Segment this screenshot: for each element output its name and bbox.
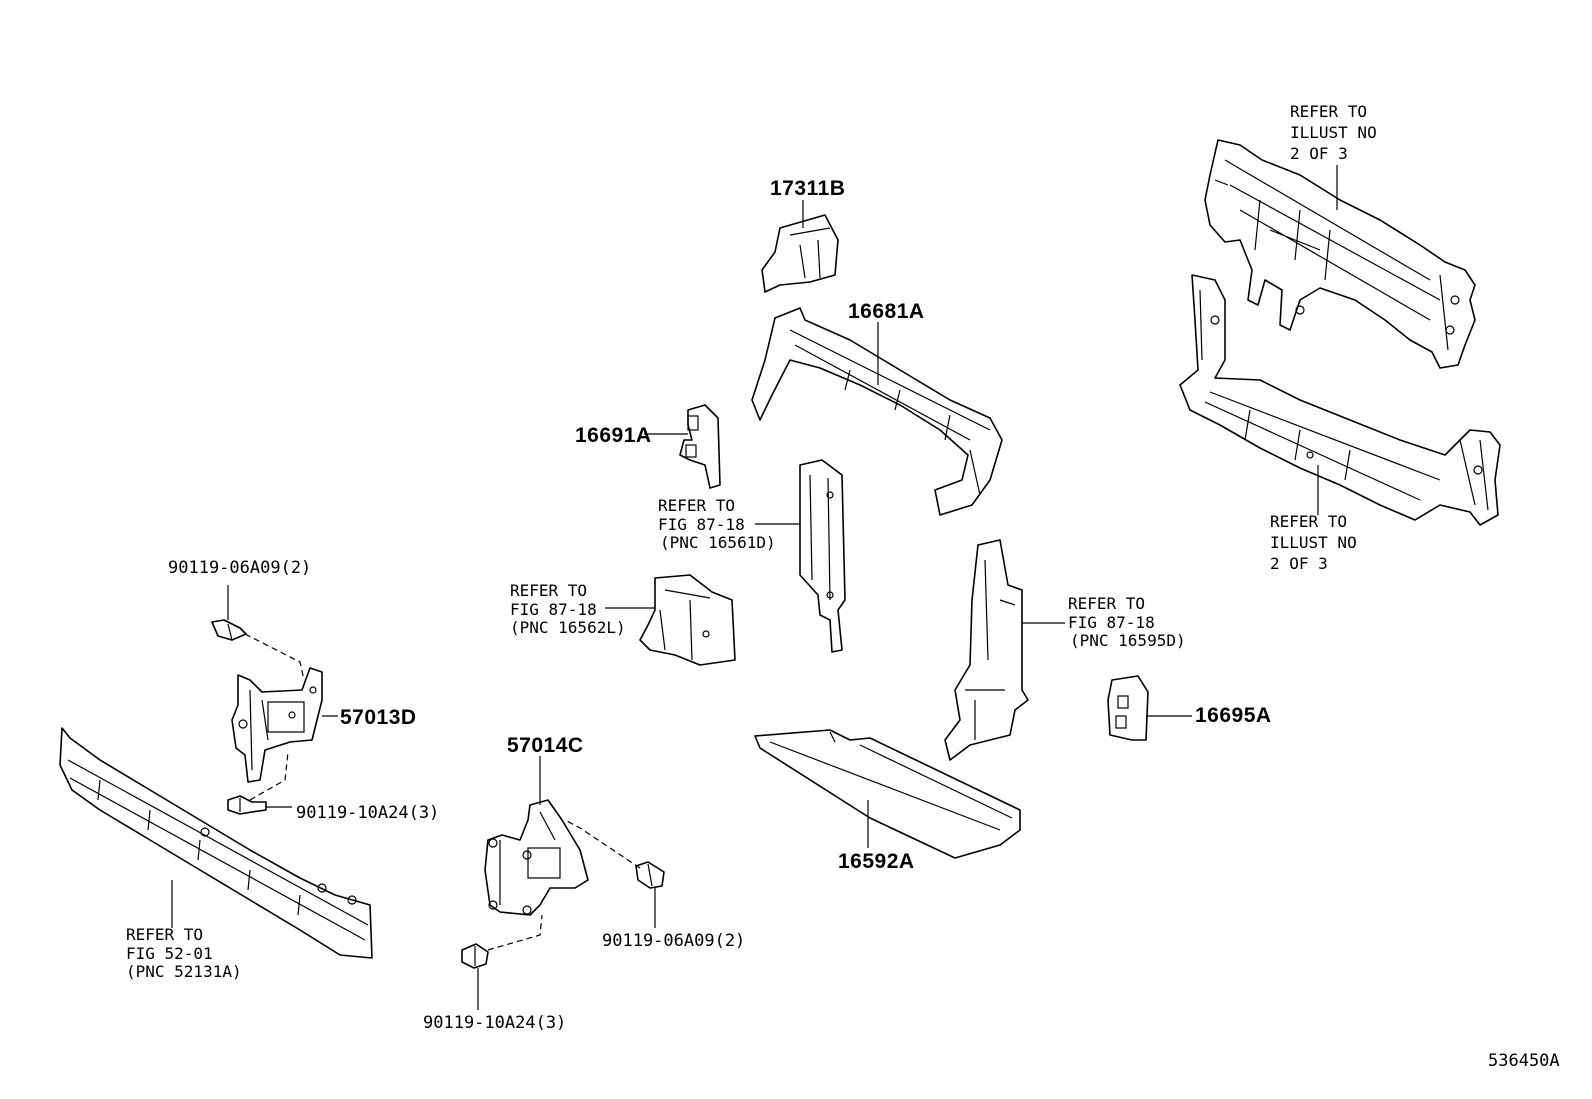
part-16595D-seal[interactable]	[944, 539, 1029, 761]
part-16691A-bracket[interactable]	[679, 404, 721, 489]
label-17311B: 17311B	[770, 177, 845, 200]
part-16695A-clip[interactable]	[1107, 675, 1149, 741]
label-57014C: 57014C	[507, 734, 584, 757]
part-16562L-seal[interactable]	[639, 574, 736, 666]
label-90119-06A09-left: 90119-06A09(2)	[168, 558, 311, 578]
label-90119-10A24-left: 90119-10A24(3)	[296, 803, 439, 823]
diagram-id: 536450A	[1488, 1051, 1560, 1071]
part-17311B-duct[interactable]	[761, 214, 839, 293]
bolt-90119-06A09-right[interactable]	[635, 861, 665, 889]
part-16561D-seal[interactable]	[799, 459, 846, 653]
part-16592A-cover[interactable]	[754, 729, 1021, 859]
radiator-support-lower[interactable]	[1179, 274, 1501, 526]
label-57013D: 57013D	[340, 706, 417, 729]
part-57014C-bracket[interactable]	[484, 799, 589, 916]
part-16681A-seal[interactable]	[751, 307, 1003, 516]
label-90119-06A09-right: 90119-06A09(2)	[602, 931, 745, 951]
part-57013D-bracket[interactable]	[231, 667, 323, 783]
refer-fig-52131A: REFER TO FIG 52-01 (PNC 52131A)	[126, 925, 242, 981]
bolt-90119-10A24-left[interactable]	[227, 795, 267, 815]
refer-fig-16595D: REFER TO FIG 87-18 (PNC 16595D)	[1068, 594, 1186, 650]
bolt-90119-06A09-left[interactable]	[211, 619, 247, 641]
refer-illust-top: REFER TO ILLUST NO 2 OF 3	[1290, 102, 1386, 163]
label-16592A: 16592A	[838, 850, 915, 873]
refer-illust-bottom: REFER TO ILLUST NO 2 OF 3	[1270, 512, 1366, 573]
label-16681A: 16681A	[848, 300, 925, 323]
bolt-90119-10A24-bottom[interactable]	[461, 943, 489, 969]
label-16695A: 16695A	[1195, 704, 1272, 727]
label-90119-10A24-bottom: 90119-10A24(3)	[423, 1013, 566, 1033]
bumper-reinforcement[interactable]	[59, 727, 373, 959]
refer-fig-16562L: REFER TO FIG 87-18 (PNC 16562L)	[510, 581, 626, 637]
label-16691A: 16691A	[575, 424, 652, 447]
refer-fig-16561D: REFER TO FIG 87-18 (PNC 16561D)	[658, 496, 776, 552]
radiator-support-upper[interactable]	[1204, 139, 1476, 369]
